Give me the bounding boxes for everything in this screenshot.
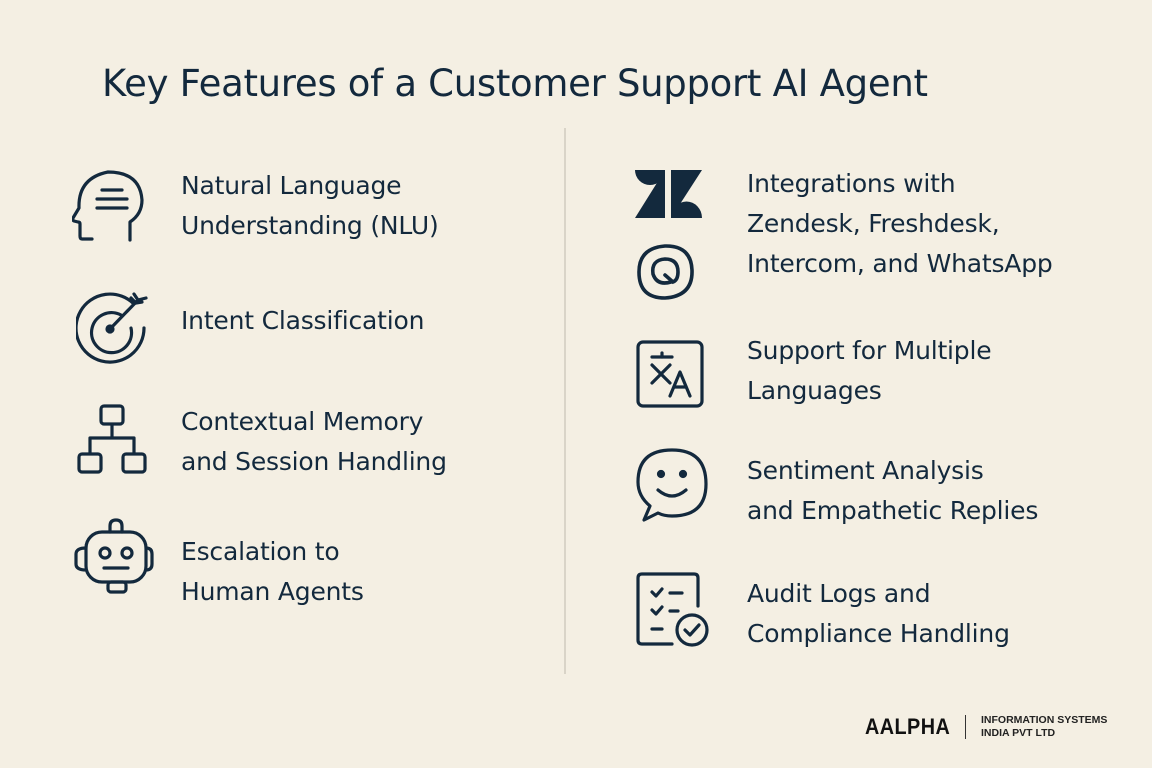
brand-logo-text: AALPHA	[865, 714, 951, 739]
feature-label: Sentiment Analysis and Empathetic Replie…	[747, 451, 1038, 531]
label-line: Languages	[747, 376, 882, 405]
feature-label: Audit Logs and Compliance Handling	[747, 574, 1010, 654]
label-line: Intercom, and WhatsApp	[747, 249, 1053, 278]
smiley-chat-icon	[636, 448, 708, 522]
feature-label: Intent Classification	[181, 301, 424, 341]
label-line: Human Agents	[181, 577, 364, 606]
head-brain-icon	[72, 168, 148, 244]
label-line: Natural Language	[181, 171, 402, 200]
label-line: Sentiment Analysis	[747, 456, 984, 485]
label-line: and Session Handling	[181, 447, 447, 476]
label-line: Intent Classification	[181, 306, 425, 335]
robot-icon	[72, 518, 154, 596]
label-line: Audit Logs and	[747, 579, 931, 608]
label-line: Contextual Memory	[181, 407, 424, 436]
brand-separator	[965, 715, 966, 739]
label-line: Compliance Handling	[747, 619, 1010, 648]
feature-label: Contextual Memory and Session Handling	[181, 402, 447, 482]
label-line: Integrations with	[747, 169, 956, 198]
label-line: Support for Multiple	[747, 336, 992, 365]
brand-tagline: INFORMATION SYSTEMS INDIA PVT LTD	[981, 714, 1107, 740]
tagline-line: INFORMATION SYSTEMS	[981, 714, 1108, 726]
feature-label: Support for Multiple Languages	[747, 331, 992, 411]
label-line: and Empathetic Replies	[747, 496, 1039, 525]
page-title: Key Features of a Customer Support AI Ag…	[102, 62, 928, 105]
checklist-audit-icon	[636, 572, 712, 648]
hierarchy-diagram-icon	[76, 404, 152, 476]
column-divider	[564, 128, 566, 674]
intercom-q-icon	[635, 242, 697, 302]
feature-label: Natural Language Understanding (NLU)	[181, 166, 439, 246]
tagline-line: INDIA PVT LTD	[981, 727, 1056, 739]
label-line: Zendesk, Freshdesk,	[747, 209, 1000, 238]
label-line: Escalation to	[181, 537, 340, 566]
label-line: Understanding (NLU)	[181, 211, 439, 240]
feature-label: Integrations with Zendesk, Freshdesk, In…	[747, 164, 1053, 284]
zendesk-logo-icon	[635, 170, 703, 218]
feature-label: Escalation to Human Agents	[181, 532, 364, 612]
target-arrow-icon	[76, 290, 152, 366]
translate-icon	[636, 340, 704, 408]
